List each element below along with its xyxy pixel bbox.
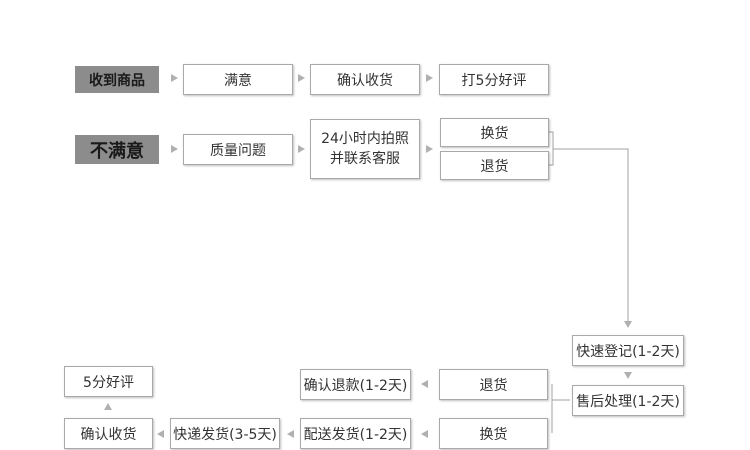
arrow-down-icon xyxy=(624,321,632,328)
connector-to-register xyxy=(553,148,629,322)
arrow-right-icon xyxy=(298,74,305,82)
exchange-branch-box: 换货 xyxy=(439,418,548,449)
arrow-right-icon xyxy=(426,145,433,153)
fast-ship-box: 快递发货(3-5天) xyxy=(170,418,280,449)
quick-register-box: 快速登记(1-2天) xyxy=(572,335,684,366)
final-confirm-receipt-box: 确认收货 xyxy=(64,418,153,449)
quality-issue-box: 质量问题 xyxy=(183,134,293,165)
contact-service-line1: 24小时内拍照 xyxy=(321,131,409,147)
dispatch-box: 配送发货(1-2天) xyxy=(300,418,411,449)
arrow-down-icon xyxy=(624,372,632,379)
arrow-right-icon xyxy=(171,145,178,153)
final-review-box: 5分好评 xyxy=(64,366,153,397)
contact-service-line2: 并联系客服 xyxy=(330,151,400,167)
arrow-right-icon xyxy=(426,74,433,82)
arrow-left-icon xyxy=(421,380,428,388)
exchange-box: 换货 xyxy=(440,118,549,147)
arrow-up-icon xyxy=(104,403,112,410)
arrow-right-icon xyxy=(298,145,305,153)
return-branch-box: 退货 xyxy=(439,369,548,400)
satisfied-box: 满意 xyxy=(183,64,293,95)
received-goods-label: 收到商品 xyxy=(75,66,159,93)
confirm-refund-box: 确认退款(1-2天) xyxy=(300,369,411,400)
arrow-left-icon xyxy=(421,430,428,438)
arrow-left-icon xyxy=(157,430,164,438)
arrow-left-icon xyxy=(287,430,294,438)
confirm-receipt-box: 确认收货 xyxy=(310,64,420,95)
after-sales-process-box: 售后处理(1-2天) xyxy=(572,385,684,416)
five-star-review-box: 打5分好评 xyxy=(439,64,549,95)
return-box: 退货 xyxy=(440,151,549,180)
contact-service-box: 24小时内拍照 并联系客服 xyxy=(310,119,420,179)
connector-exchange-return-to-register xyxy=(549,131,554,166)
arrow-right-icon xyxy=(171,74,178,82)
unsatisfied-label: 不满意 xyxy=(75,135,159,164)
